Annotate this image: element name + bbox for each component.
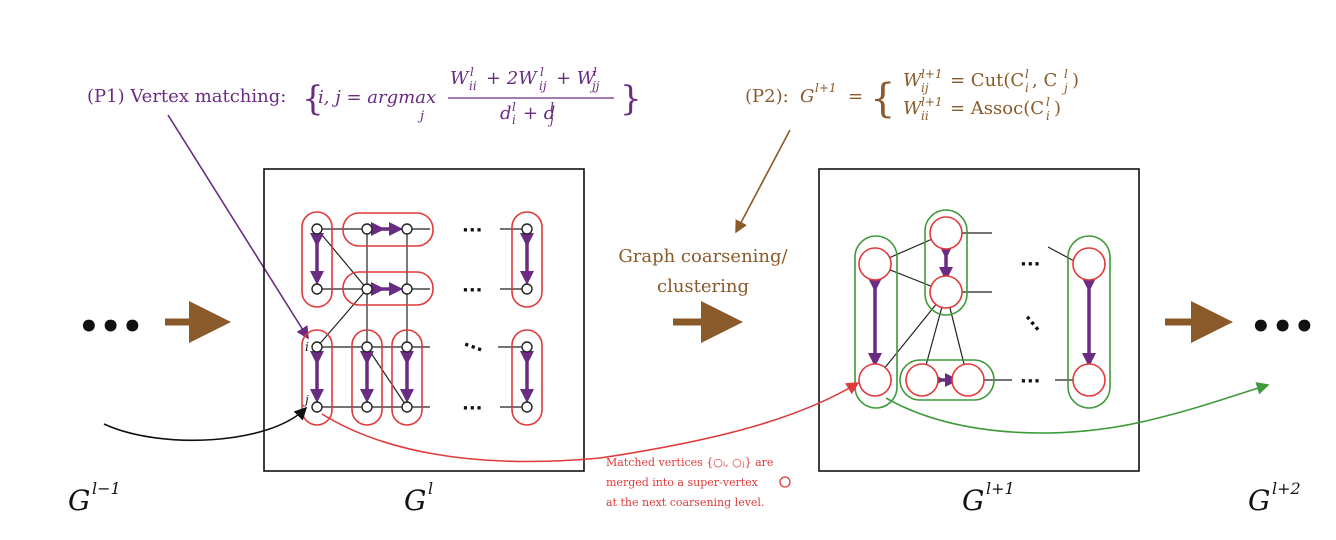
p1-rbrace: } [620,79,642,119]
gl-matchings [301,211,543,426]
note-merged: Matched vertices {○ᵢ, ○ⱼ} are merged int… [606,456,791,509]
p2-l2-c-sup: l [1046,95,1050,109]
ellipsis-left: ••• [78,307,143,347]
label-g-next2-sup: l+2 [1272,479,1301,498]
p2-l1-rhs: = Cut(C [950,70,1024,91]
curve-matched-to-supervertex [321,382,860,463]
label-g-prev-sup: l−1 [92,479,121,498]
middle-label-line2: clustering [657,276,749,297]
note-line3: at the next coarsening level. [606,496,764,509]
ellipsis-right: ••• [1250,307,1315,347]
curve-from-prev-level [103,406,308,442]
label-g-l-sup: l [428,479,433,498]
p2-G: G [800,86,814,107]
p1-pointer-line [167,114,309,340]
note-line1: Matched vertices {○ᵢ, ○ⱼ} are [606,456,773,469]
graph-gl: i j ··· ··· ··· ··· [301,211,543,426]
gl1-edges [874,232,1077,381]
label-g-prev: G [68,484,90,517]
p1-den-b-sub: j [547,113,554,127]
p1-num-b-sub: ij [539,79,547,93]
p1-num-b-sup: l [540,65,544,79]
gl1-dots-row3: ··· [1020,371,1041,392]
graph-gl1: ··· ··· ··· [854,209,1111,409]
p1-num-a-sub: ii [469,79,477,93]
p1-num-a: W [450,68,470,89]
graph-box-gl1 [818,168,1140,472]
gl1-nodes [858,216,1106,397]
gl-match-arrows [310,222,534,403]
gl-dots-row4: ··· [462,398,483,419]
p1-den-a: d [500,103,512,124]
p1-den-a-sup: l [512,100,516,114]
p1-head: i, j = argmax [318,87,436,108]
p2-l1-sup: l+1 [921,67,943,81]
label-g-next2: G [1248,484,1270,517]
p2-l1-c1-sup: l [1025,67,1029,81]
p2-l1-c1-sub: i [1025,81,1029,95]
note-line2: merged into a super-vertex [606,476,759,489]
p2-l2-rhs: = Assoc(C [950,98,1044,119]
p1-prefix: (P1) Vertex matching: [87,86,286,107]
graph-box-gl [263,168,585,472]
p2-l1-sub: ij [921,81,929,95]
p1-num-plus2: + W [556,68,597,89]
gl-dots-row2: ··· [462,280,483,301]
p2-prefix: (P2): [745,86,789,107]
p1-den-plus: + d [523,103,555,124]
label-g-next: G [962,484,984,517]
gl1-dots-row2: ··· [1017,309,1046,338]
gl1-dots-row1: ··· [1020,254,1041,275]
p1-num-plus1: + 2W [486,68,538,89]
p2-l1-close: ) [1072,70,1079,91]
p2-l1-comma: , C [1032,70,1057,91]
curve-to-next-level [885,382,1270,434]
p2-l2-W: W [903,98,923,119]
p1-num-a-sup: l [470,65,474,79]
p2-l2-close: ) [1054,98,1061,119]
p1-num-c-sub: jj [589,79,600,93]
p2-l2-c-sub: i [1046,109,1050,123]
gl-nodes [311,223,533,413]
p1-lbrace: { [302,79,324,119]
p1-num-c-sup: l [593,65,597,79]
node-label-i: i [305,340,309,354]
p2-l1-W: W [903,70,923,91]
p2-pointer-line [735,129,791,234]
gl1-match-arrows [868,245,1096,387]
p2-eq: = [848,86,863,107]
label-g-next-sup: l+1 [986,479,1015,498]
p2-l2-sub: ii [921,109,929,123]
middle-label-line1: Graph coarsening/ [618,246,788,267]
label-g-l: G [404,484,426,517]
gl-dots-row3: ··· [460,334,486,361]
p2-l1-c2-sup: l [1064,67,1068,81]
node-label-j: j [302,393,309,407]
p1-argmax-sub: j [417,109,424,124]
p1-formula: (P1) Vertex matching: { i, j = argmax j … [87,65,642,127]
gl-dots-row1: ··· [462,220,483,241]
p2-formula: (P2): G l+1 = { W l+1 ij = Cut(C l i , C… [745,67,1079,123]
note-supervertex-icon [779,476,791,488]
gl1-matchings [854,209,1111,409]
p2-lbrace: { [870,76,895,122]
p2-l2-sup: l+1 [921,95,943,109]
p1-den-b-sup: l [550,100,554,114]
p2-G-sup: l+1 [815,81,837,95]
p1-den-a-sub: i [512,113,516,127]
p2-l1-c2-sub: j [1061,81,1068,95]
